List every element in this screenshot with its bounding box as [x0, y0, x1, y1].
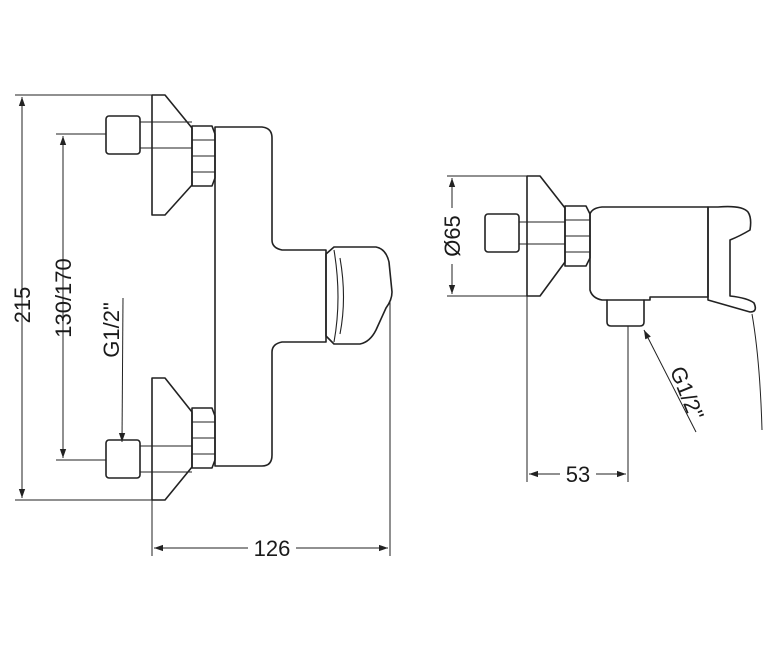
ext-inlet-spacing [56, 133, 106, 461]
dim-text-diameter-bg [440, 208, 464, 264]
side-inlet-cap [484, 213, 520, 253]
dim-text-outlet-thread: G1/2" [665, 363, 709, 424]
side-lever [707, 205, 757, 313]
leader-outlet-thread [643, 329, 697, 433]
ext-overall-height [15, 94, 152, 501]
top-inlet-pipe [140, 121, 192, 149]
bottom-inlet-pipe [140, 445, 192, 473]
side-nut-ribs [565, 219, 590, 253]
ext-diameter [447, 175, 527, 297]
dim-text-overall-height: 215 [10, 287, 35, 324]
top-inlet-cap [105, 115, 141, 155]
side-escutcheon [526, 175, 566, 297]
dim-text-depth: 53 [566, 462, 590, 487]
dim-text-width-bg [248, 536, 296, 560]
top-nut-ribs [192, 139, 215, 173]
side-mixer-body [589, 206, 709, 301]
dim-text-inlet-thread: G1/2" [99, 302, 124, 358]
bottom-inlet-cap [105, 439, 141, 479]
side-inlet-pipe [519, 221, 565, 245]
top-inlet [105, 94, 216, 216]
side-outlet-spout [606, 299, 645, 327]
bottom-nut-ribs [192, 421, 215, 455]
dim-text-inlet-spacing: 130/170 [51, 258, 76, 338]
front-view [15, 94, 393, 556]
side-dimensions: Ø65 G1/2" 53 [440, 178, 709, 487]
dim-text-diameter: Ø65 [440, 215, 465, 257]
mixer-body [214, 126, 327, 467]
ext-depth [526, 296, 629, 482]
bottom-escutcheon [151, 377, 193, 501]
front-dimensions: 215 130/170 G1/2" 126 [10, 97, 388, 561]
dim-text-depth-bg [560, 462, 596, 486]
lever-shade [339, 257, 345, 335]
ext-side-right [751, 313, 763, 431]
top-escutcheon [151, 94, 193, 216]
ext-width [151, 300, 391, 556]
side-view [447, 175, 763, 482]
lever-contour [333, 249, 339, 343]
leader-inlet-thread [118, 297, 126, 443]
dim-text-width: 126 [254, 536, 291, 561]
